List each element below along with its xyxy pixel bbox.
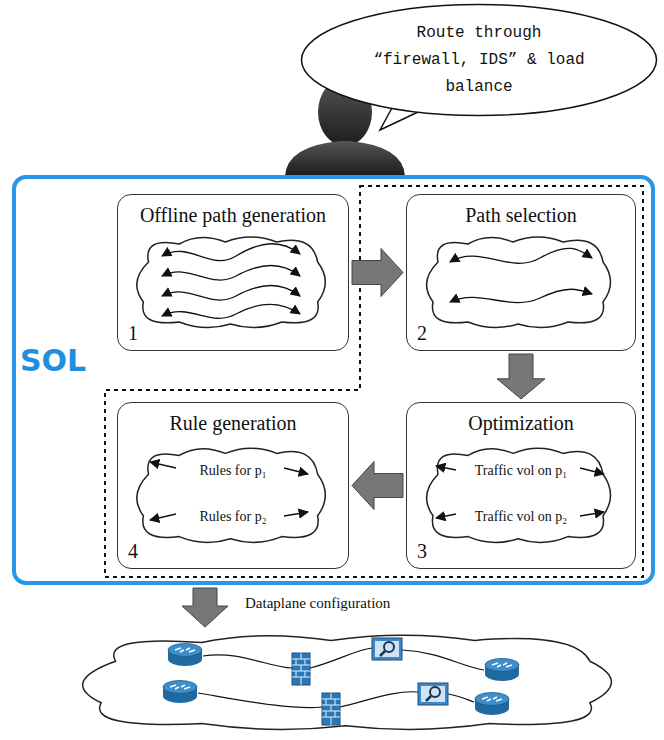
drawing-use [292, 653, 310, 685]
callout-number: 1 [128, 322, 138, 345]
drawing-use [137, 448, 326, 542]
drawing-path [284, 468, 308, 474]
drawing-path [580, 468, 604, 474]
drawing-path [162, 244, 300, 261]
process-box: Offline path generation 1 [117, 194, 349, 351]
flow-arrow [352, 462, 403, 510]
drawing-use [427, 237, 611, 328]
drawing-path [198, 693, 322, 708]
network-cloud [83, 635, 612, 729]
flow-arrow [352, 249, 403, 297]
box-title: Optimization [407, 412, 635, 435]
process-box: Path selection 2 [406, 194, 636, 351]
box-clouds [137, 237, 611, 542]
drawing-path [284, 512, 308, 516]
callout-number: 3 [417, 540, 427, 563]
system-frame: SOL Offline path generation 1 Path selectio… [12, 175, 655, 585]
path-label: Rules for p₁ [118, 463, 348, 479]
drawing-path [402, 650, 484, 670]
drawing-use [83, 635, 612, 729]
drawing-path [436, 514, 456, 518]
drawing-use [427, 448, 611, 542]
speech-text: Route through “firewall, IDS” & load bal… [369, 20, 589, 101]
drawing-path [162, 266, 300, 281]
dataplane-arrow [182, 588, 228, 627]
process-box: OptimizationTraffic vol on p₁ Traffic vol… [406, 402, 636, 569]
drawing-path [448, 694, 474, 702]
drawing-path [450, 248, 592, 263]
flow-arrow [497, 354, 545, 399]
drawing-path [310, 648, 372, 668]
drawing-use [168, 644, 202, 667]
box-title: Offline path generation [118, 204, 348, 227]
annotation-label: Dataplane configuration [245, 595, 390, 612]
process-box: Rule generationRules for p₁ Rules for p₂ 4 [117, 402, 349, 569]
drawing-path [285, 141, 405, 176]
drawing-g [198, 648, 484, 708]
drawing-path [162, 286, 300, 301]
drawing-path [340, 692, 418, 707]
drawing-path [162, 304, 300, 318]
path-label: Traffic vol on p₁ [407, 463, 635, 479]
drawing-use [322, 693, 340, 725]
drawing-path [580, 512, 604, 516]
drawing-path [203, 655, 292, 668]
callout-number: 2 [417, 322, 427, 345]
path-label: Rules for p₂ [118, 509, 348, 525]
drawing-path [150, 462, 176, 468]
drawing-use [418, 683, 448, 705]
callout-number: 4 [128, 540, 138, 563]
drawing-path [436, 466, 456, 470]
drawing-use [485, 659, 519, 682]
system-name: SOL [20, 343, 86, 378]
path-label: Traffic vol on p₂ [407, 509, 635, 525]
dashed-region [105, 186, 643, 577]
drawing-path [150, 514, 176, 520]
drawing-use [475, 693, 509, 716]
drawing-use [163, 681, 197, 704]
speech-bubble: Route through “firewall, IDS” & load bal… [300, 3, 658, 117]
box-title: Rule generation [118, 412, 348, 435]
drawing-path [450, 289, 592, 302]
drawing-use [372, 638, 402, 660]
path-curves [150, 244, 604, 520]
box-title: Path selection [407, 204, 635, 227]
bubble-ellipse [302, 5, 657, 116]
drawing-use [137, 237, 326, 328]
